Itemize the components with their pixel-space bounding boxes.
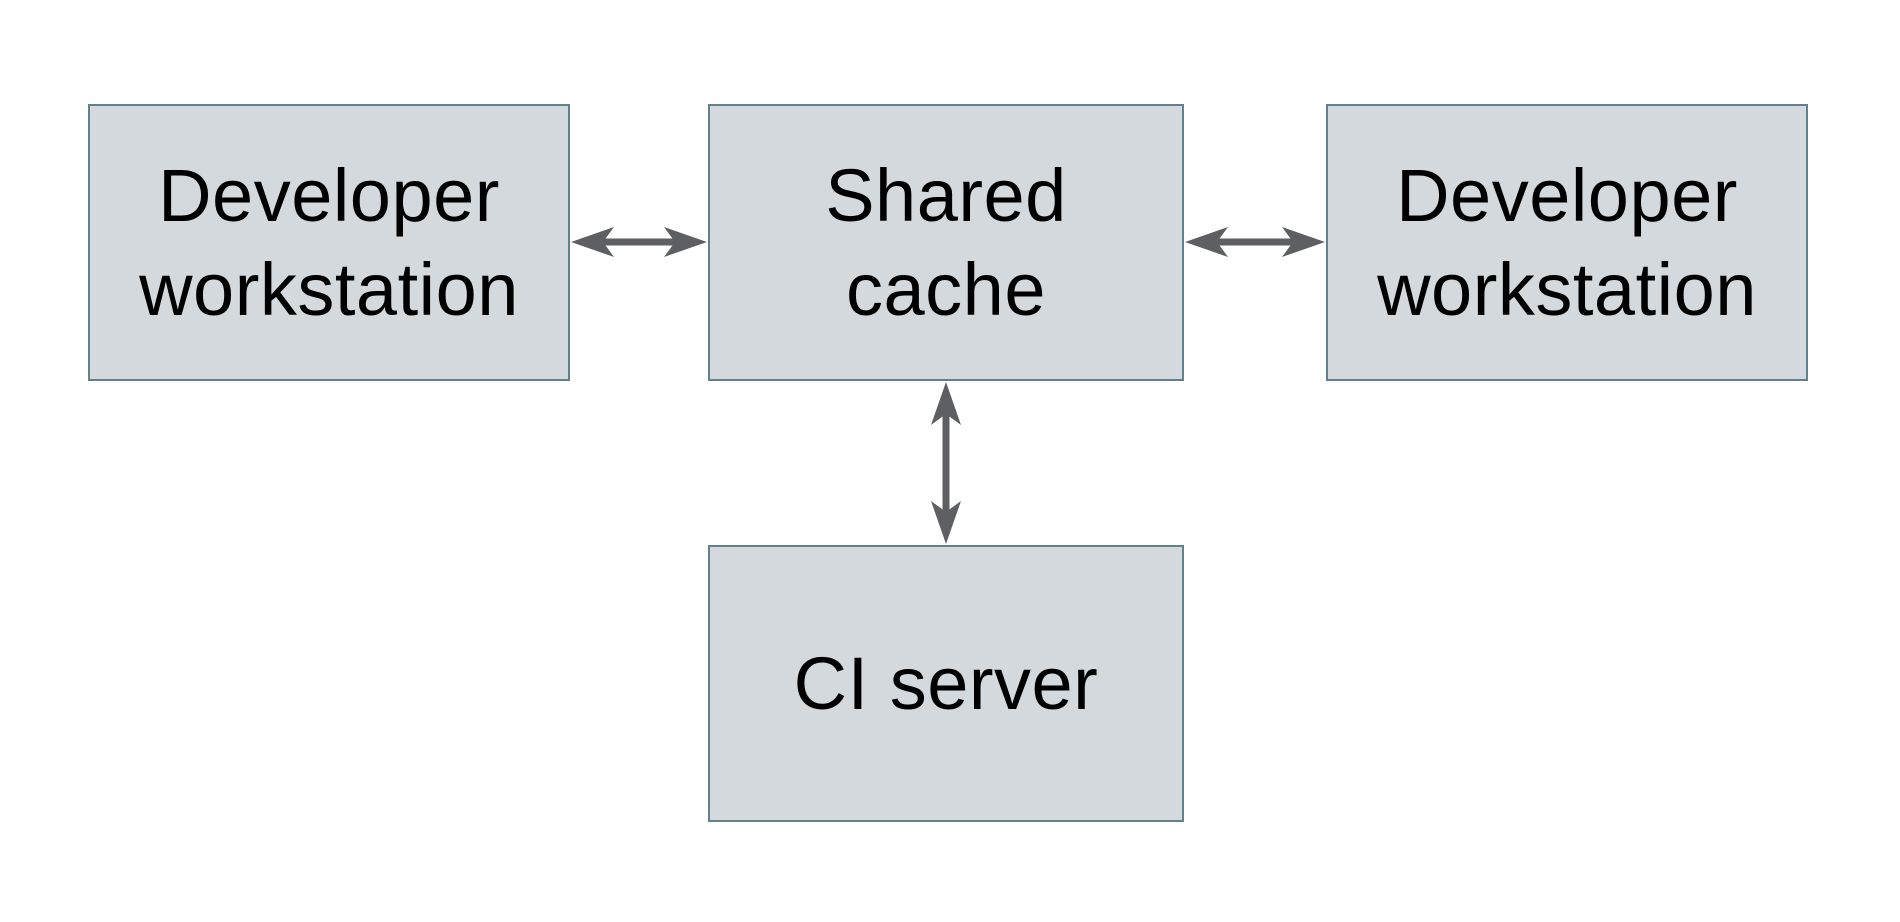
node-developer-workstation-right: Developer workstation bbox=[1326, 104, 1808, 381]
node-label-line: Shared bbox=[825, 153, 1067, 237]
node-label-line: workstation bbox=[139, 247, 519, 331]
bidirectional-arrow-icon bbox=[571, 226, 707, 258]
bidirectional-arrow-icon bbox=[930, 382, 962, 544]
node-label-line: workstation bbox=[1377, 247, 1757, 331]
node-label-line: Developer bbox=[1396, 153, 1738, 237]
bidirectional-arrow-icon bbox=[1185, 226, 1325, 258]
node-developer-workstation-left: Developer workstation bbox=[88, 104, 570, 381]
node-ci-server: CI server bbox=[708, 545, 1184, 822]
node-label-line: CI server bbox=[793, 641, 1099, 725]
node-label-line: Developer bbox=[158, 153, 500, 237]
node-label-line: cache bbox=[846, 247, 1046, 331]
node-shared-cache: Shared cache bbox=[708, 104, 1184, 381]
